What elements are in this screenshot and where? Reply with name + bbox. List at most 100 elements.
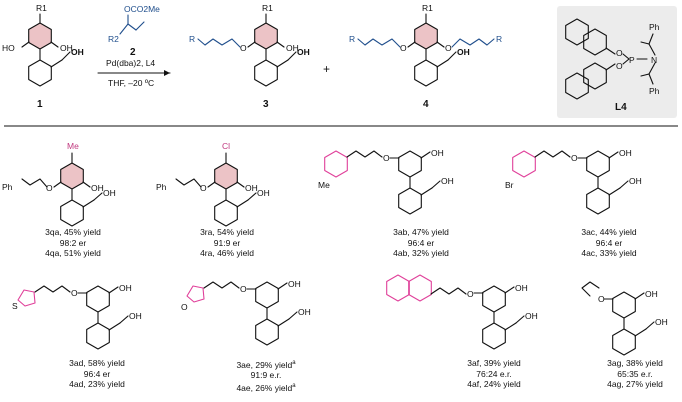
p4-o-left: O — [400, 43, 407, 53]
3ra-oh: OH — [245, 183, 258, 193]
4ac-yield: 4ac, 33% yield — [581, 248, 637, 258]
3ac-oh: OH — [619, 148, 632, 158]
3ad-yield: 3ad, 58% yield — [69, 358, 125, 368]
conditions-line1: Pd(dba)2, L4 — [106, 58, 155, 68]
3ra-ph: Ph — [156, 182, 167, 192]
product-3ae-structure — [186, 281, 298, 346]
3af-er: 76:24 e.r. — [476, 368, 512, 379]
3ag-ch2oh: OH — [655, 317, 668, 327]
4af-yield: 4af, 24% yield — [467, 379, 521, 389]
3ad-er: 96:4 er — [83, 368, 111, 379]
3ac-er: 96:4 er — [595, 237, 623, 248]
4ra-yield: 4ra, 46% yield — [200, 248, 254, 258]
3af-oh: OH — [515, 283, 528, 293]
ligand-label: L4 — [615, 102, 627, 113]
3ae-yield-text: 3ae, 29% yield — [236, 359, 293, 370]
3ad-thiophene-s: S — [12, 301, 18, 311]
p3-ch2oh: OH — [297, 47, 310, 57]
3ae-yield: 3ae, 29% yielda — [218, 358, 314, 370]
3ra-ch2oh: OH — [257, 188, 270, 198]
caption-3ra: 3ra, 54% yield 91:9 er 4ra, 46% yield — [182, 227, 272, 259]
3ae-furan-o: O — [181, 302, 188, 312]
3ag-oh: OH — [645, 289, 658, 299]
3ag-yield: 3ag, 38% yield — [607, 358, 663, 368]
product-3ra-structure — [175, 152, 257, 227]
p4-number: 4 — [423, 99, 429, 110]
3ab-er: 96:4 er — [407, 237, 435, 248]
3ae-er: 91:9 e.r. — [250, 370, 282, 381]
3qa-yield: 3qa, 45% yield — [45, 227, 101, 237]
3ad-ch2oh: OH — [129, 311, 142, 321]
sm-number: 1 — [37, 99, 43, 110]
3ab-o: O — [383, 153, 390, 163]
3ag-er: 65:35 e.r. — [617, 368, 653, 379]
ligand-o-bottom: O — [616, 61, 623, 71]
sm-ch2oh-label: OH — [71, 47, 84, 57]
p4-r1: R1 — [422, 3, 433, 13]
caption-3ac: 3ac, 44% yield 96:4 er 4ac, 33% yield — [564, 227, 654, 259]
product-3qa-structure — [21, 152, 103, 227]
3ad-oh: OH — [119, 283, 132, 293]
p3-o: O — [240, 43, 247, 53]
3af-o: O — [467, 289, 474, 299]
3ae-o: O — [240, 284, 247, 294]
3qa-ch2oh: OH — [103, 188, 116, 198]
4ae-yield-text: 4ae, 26% yield — [236, 382, 293, 393]
reagent-number: 2 — [130, 47, 136, 58]
4qa-yield: 4qa, 51% yield — [45, 248, 101, 258]
3ra-er: 91:9 er — [213, 237, 241, 248]
caption-3qa: 3qa, 45% yield 98:2 er 4qa, 51% yield — [28, 227, 118, 259]
conditions-line2: THF, –20 ºC — [108, 78, 154, 88]
p3-r1: R1 — [262, 3, 273, 13]
p3-r: R — [189, 34, 195, 44]
ligand-p: P — [629, 55, 635, 65]
4ab-yield: 4ab, 32% yield — [393, 248, 449, 258]
caption-3ae: 3ae, 29% yielda 91:9 e.r. 4ae, 26% yield… — [218, 358, 314, 393]
3ra-yield: 3ra, 54% yield — [200, 227, 254, 237]
4ad-yield: 4ad, 23% yield — [69, 379, 125, 389]
reagent-substituent: OCO2Me — [124, 4, 160, 14]
3ac-o: O — [571, 153, 578, 163]
3ab-oh: OH — [431, 148, 444, 158]
3ab-ch2oh: OH — [441, 176, 454, 186]
3qa-ph: Ph — [2, 182, 13, 192]
3ra-o: O — [200, 183, 207, 193]
p4-r-left: R — [349, 34, 355, 44]
ligand-ph-top: Ph — [649, 22, 660, 32]
product-3af-structure — [386, 274, 525, 350]
3ae-ch2oh: OH — [298, 307, 311, 317]
p4-r-right: R — [496, 34, 502, 44]
caption-3ab: 3ab, 47% yield 96:4 er 4ab, 32% yield — [376, 227, 466, 259]
plus-sign: + — [323, 62, 330, 76]
ligand-l4-panel: O O P N Ph Ph L4 — [557, 6, 677, 118]
3qa-substituent: Me — [67, 141, 79, 151]
3qa-oh: OH — [91, 183, 104, 193]
3ae-oh: OH — [288, 279, 301, 289]
p4-ch2oh: OH — [457, 47, 470, 57]
3ag-o: O — [598, 294, 605, 304]
4ae-yield: 4ae, 26% yielda — [218, 381, 314, 393]
product-3 — [197, 13, 297, 87]
3ra-substituent: Cl — [222, 141, 230, 151]
ligand-n: N — [651, 55, 657, 65]
3af-ch2oh: OH — [525, 311, 538, 321]
3ac-substituent: Br — [505, 180, 514, 190]
3ab-yield: 3ab, 47% yield — [393, 227, 449, 237]
product-3ab-structure — [324, 150, 441, 215]
3af-yield: 3af, 39% yield — [467, 358, 521, 368]
sm-oh-label: OH — [60, 43, 73, 53]
product-3ac-structure — [512, 150, 629, 215]
caption-3af: 3af, 39% yield 76:24 e.r. 4af, 24% yield — [446, 358, 542, 390]
caption-3ad: 3ad, 58% yield 96:4 er 4ad, 23% yield — [52, 358, 142, 390]
p4-o-right: O — [445, 43, 452, 53]
p3-oh: OH — [286, 43, 299, 53]
3ac-yield: 3ac, 44% yield — [581, 227, 637, 237]
p3-number: 3 — [263, 99, 269, 110]
ligand-ph-bottom: Ph — [649, 86, 660, 96]
4ae-footnote: a — [292, 382, 296, 389]
reagent-r2: R2 — [108, 34, 119, 44]
3ac-ch2oh: OH — [629, 176, 642, 186]
reagent-2 — [119, 14, 145, 35]
sm-r1-label: R1 — [36, 3, 47, 13]
ligand-o-top: O — [616, 48, 623, 58]
